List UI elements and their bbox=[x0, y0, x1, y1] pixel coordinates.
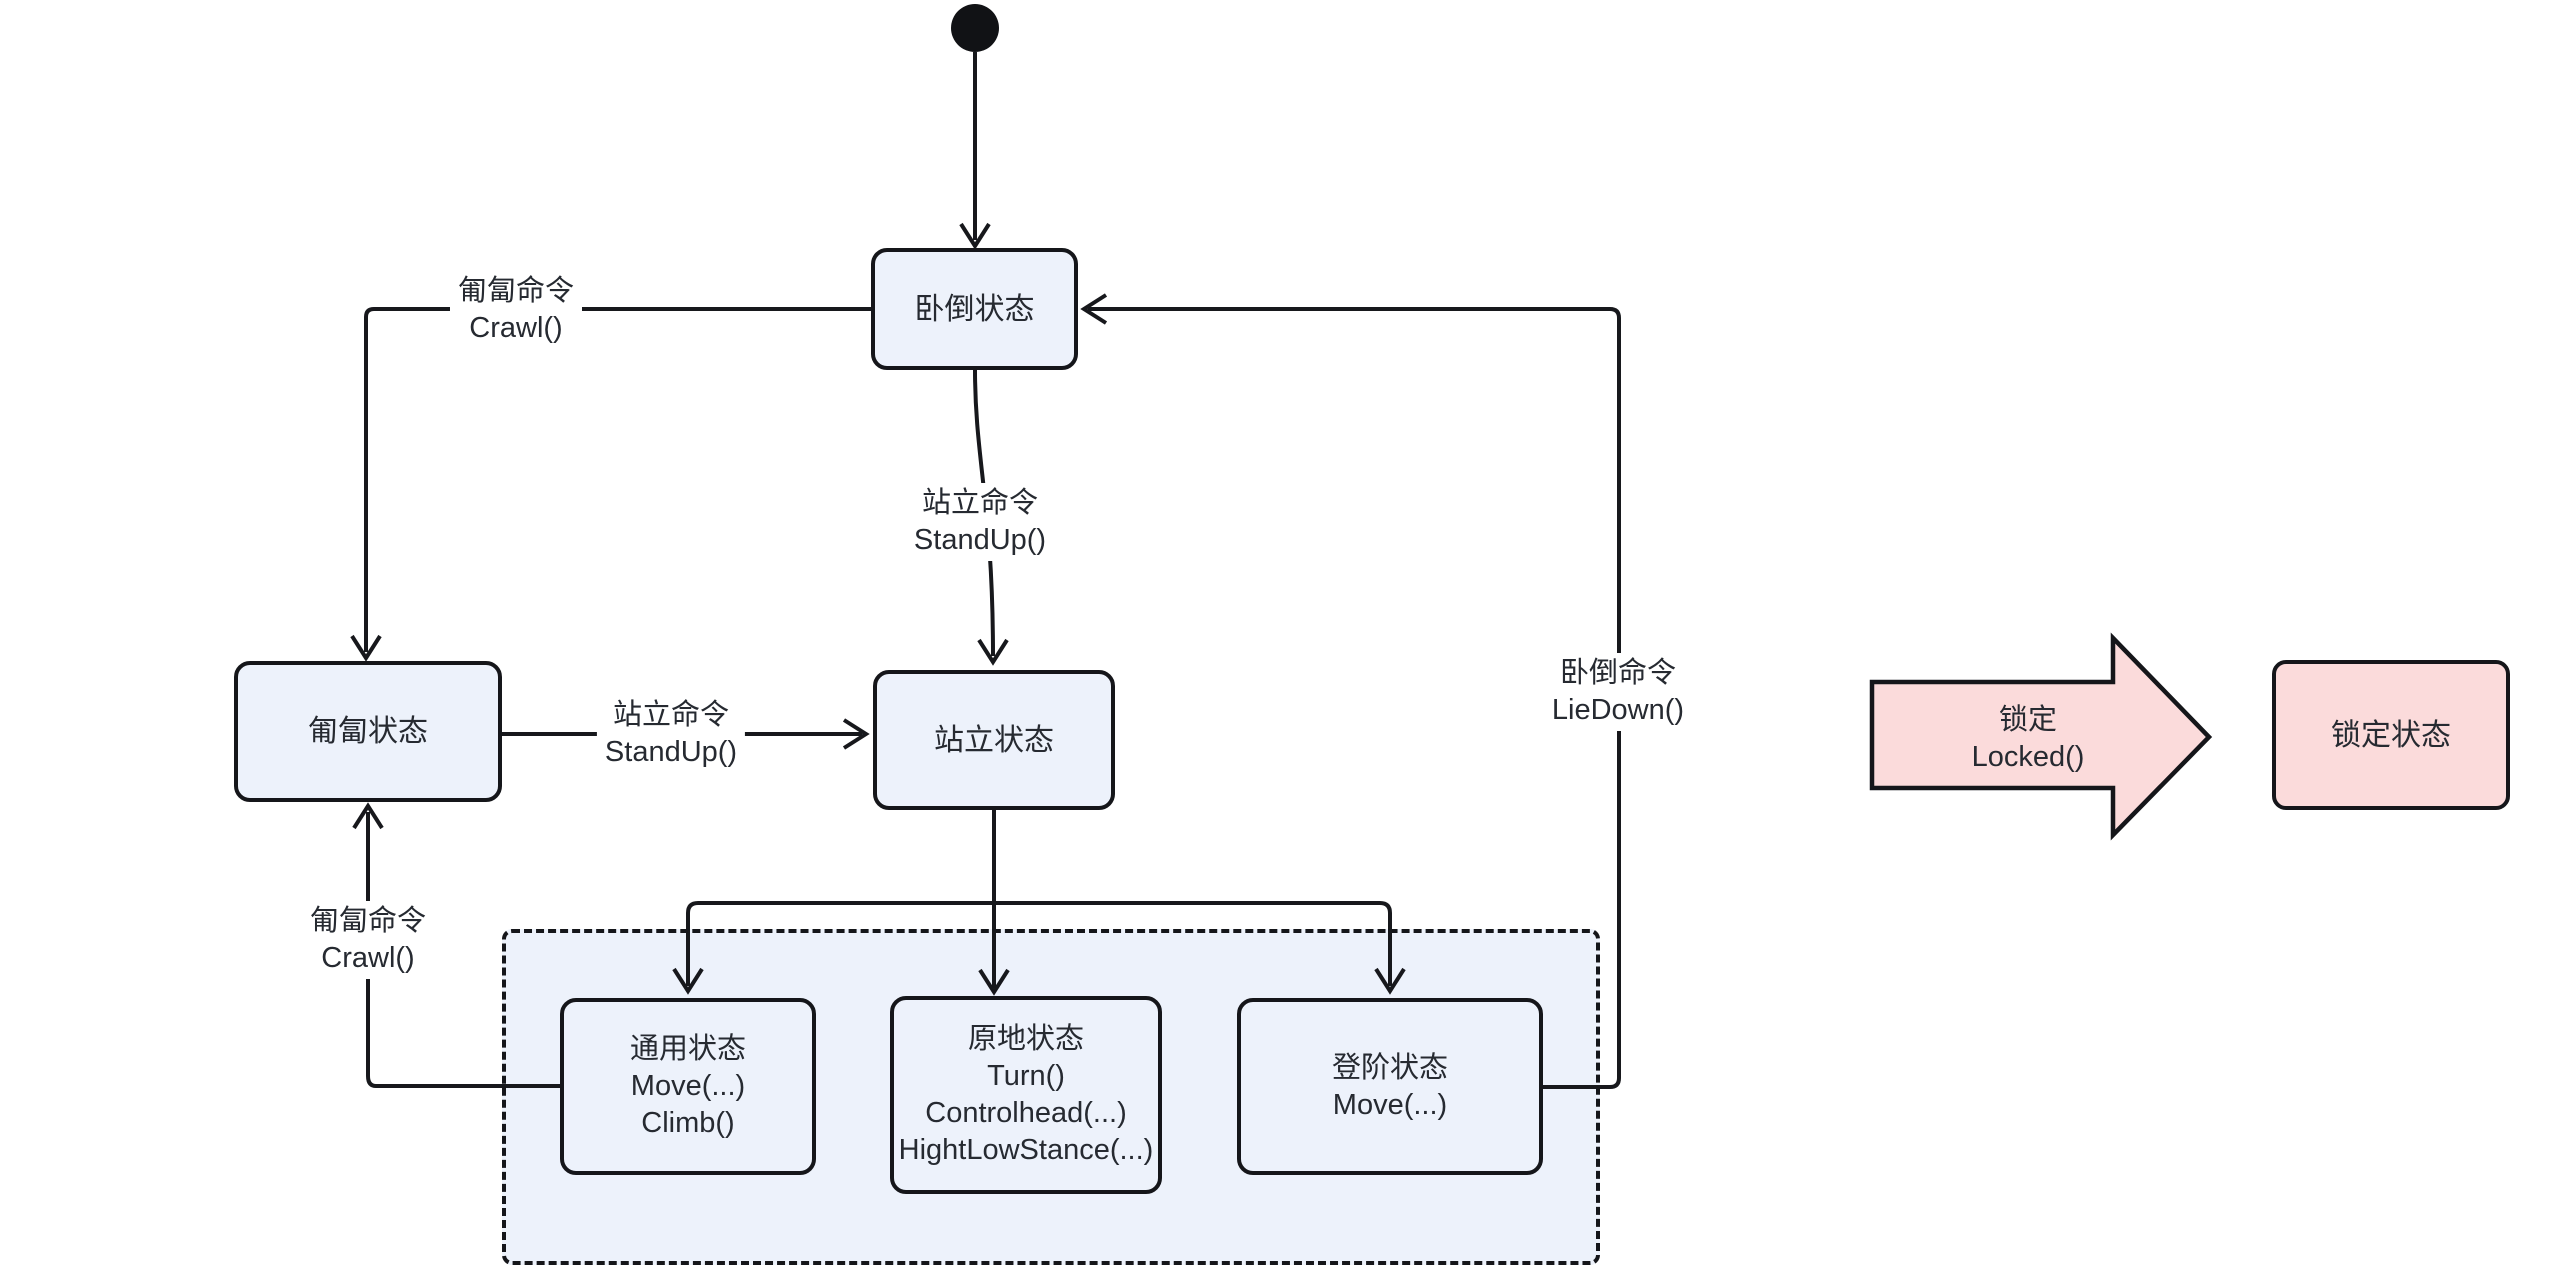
state-general-line: Climb() bbox=[641, 1107, 735, 1139]
edge-general-to-crawl bbox=[366, 812, 560, 1088]
state-in-place-title: 原地状态 bbox=[967, 1023, 1084, 1055]
arrowhead-inplace-top bbox=[978, 968, 1010, 996]
state-stair-title: 登阶状态 bbox=[1331, 1051, 1448, 1084]
locked-transition-block-arrow bbox=[1869, 632, 2213, 841]
edge-label-standup-command-horizontal: 站立命令 StandUp() bbox=[596, 695, 746, 773]
arrowhead-crawl-bottom bbox=[352, 802, 384, 830]
edge-liedown-to-crawl bbox=[364, 307, 871, 652]
state-in-place-line: HightLowStance(...) bbox=[898, 1134, 1154, 1166]
arrowhead-stand-top bbox=[977, 638, 1009, 666]
arrowhead-stair-top bbox=[1374, 967, 1406, 995]
state-general-title: 通用状态 bbox=[629, 1033, 746, 1065]
edge-stair-to-liedown bbox=[1088, 307, 1621, 1089]
state-in-place-line: Turn() bbox=[987, 1060, 1065, 1092]
state-in-place-line: Controlhead(...) bbox=[925, 1097, 1127, 1129]
arrowhead-liedown-top bbox=[959, 222, 991, 250]
arrowhead-general-top bbox=[672, 967, 704, 995]
state-locked-label: 锁定状态 bbox=[2331, 718, 2451, 752]
edge-label-locked-command: 锁定 Locked() bbox=[1971, 704, 2085, 773]
state-stand: 站立状态 bbox=[873, 670, 1115, 810]
edge-stand-to-general bbox=[686, 901, 994, 986]
state-crawl: 匍匐状态 bbox=[234, 661, 502, 802]
initial-state-dot bbox=[951, 4, 999, 52]
state-stand-label: 站立状态 bbox=[934, 723, 1054, 757]
edge-label-liedown-command: 卧倒命令 LieDown() bbox=[1543, 653, 1693, 731]
edge-label-crawl-command-bottom: 匍匐命令 Crawl() bbox=[301, 901, 435, 979]
state-stair: 登阶状态 Move(...) bbox=[1237, 998, 1543, 1175]
state-locked: 锁定状态 bbox=[2272, 660, 2510, 810]
edge-stand-to-stair bbox=[994, 901, 1392, 986]
state-in-place: 原地状态 Turn() Controlhead(...) HightLowSta… bbox=[890, 996, 1162, 1194]
state-stair-line: Move(...) bbox=[1332, 1088, 1448, 1121]
state-general-line: Move(...) bbox=[630, 1070, 746, 1102]
state-lie-down-label: 卧倒状态 bbox=[914, 292, 1035, 326]
arrowhead-liedown-right bbox=[1080, 293, 1108, 325]
arrowhead-crawl-top bbox=[350, 634, 382, 662]
state-crawl-label: 匍匐状态 bbox=[308, 715, 428, 748]
state-lie-down: 卧倒状态 bbox=[871, 248, 1078, 370]
arrowhead-stand-left bbox=[842, 718, 870, 750]
edge-label-crawl-command-top: 匍匐命令 Crawl() bbox=[449, 271, 583, 349]
state-general: 通用状态 Move(...) Climb() bbox=[560, 998, 816, 1175]
edge-label-standup-command-vertical: 站立命令 StandUp() bbox=[905, 483, 1055, 561]
